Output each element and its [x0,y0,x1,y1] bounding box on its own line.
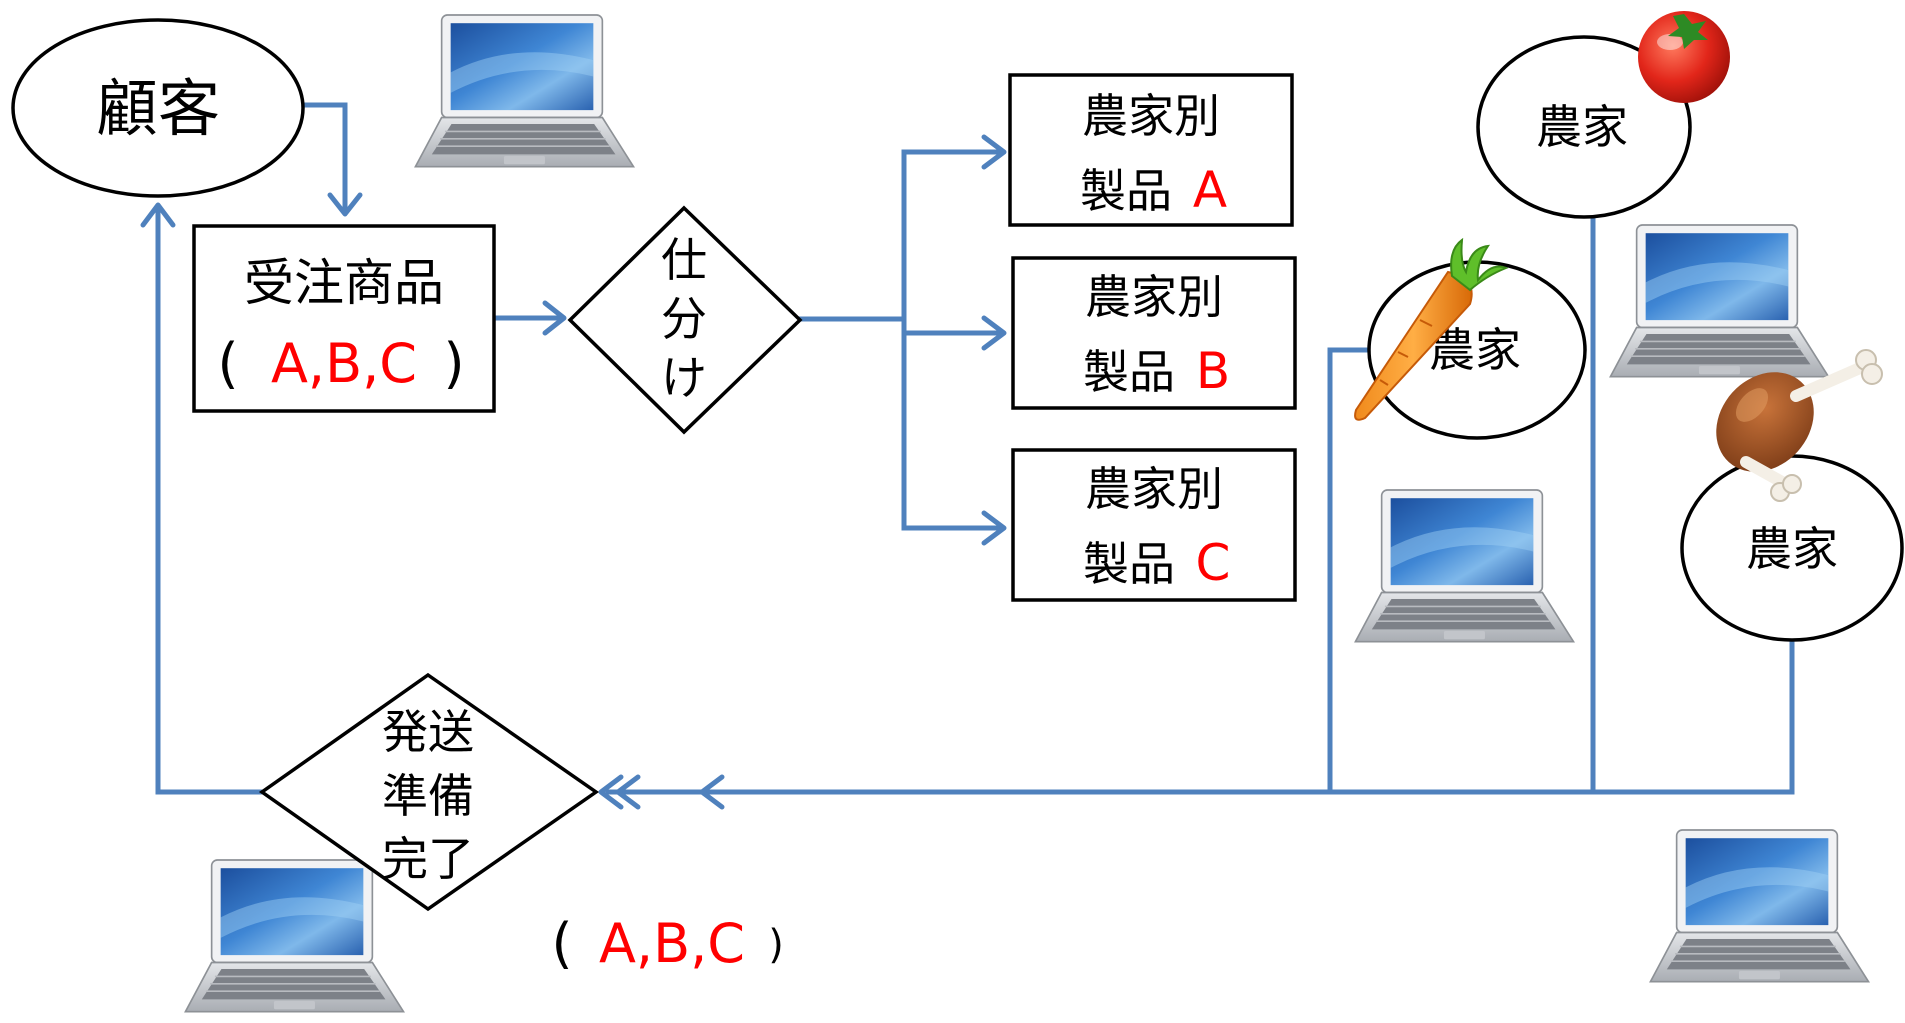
product-b-line1: 農家別 [1085,270,1223,324]
laptop-icon [414,14,635,168]
laptop-icon [1354,489,1575,643]
product-c-line1: 農家別 [1085,462,1223,516]
order-items: A,B,C [271,332,417,395]
farmer-carrot-to-bottom-line [1327,347,1373,795]
farmer-tomato-label: 農家 [1536,100,1628,154]
product-b-line2: 製品 [1083,345,1175,399]
product-c-node: 農家別 製品 C [1011,448,1297,602]
return-arrowhead-1 [699,774,725,810]
farmer-meat-node: 農家 [1680,349,1904,642]
shipping-items-close-paren: ) [768,922,784,968]
farmer-meat-label: 農家 [1746,522,1838,576]
order-to-sort-arrowhead [542,300,567,336]
shipping-to-customer-line [155,207,268,795]
product-a-node: 農家別 製品 A [1008,73,1294,227]
product-a-line2: 製品 [1080,164,1172,218]
shipping-node: 発送 準備 完了 [258,672,600,912]
shipping-items-label: ( A,B,C ) [551,912,783,975]
shipping-items: A,B,C [599,912,745,975]
return-arrowhead-2 [615,774,641,810]
product-b-letter: B [1196,342,1230,400]
customer-to-order-arrowhead [327,192,363,217]
carrot-icon [1354,237,1509,421]
shipping-label-line2: 準備 [382,769,474,823]
farmer-tomato-node: 農家 [1476,11,1730,219]
laptop-icon [1649,829,1870,983]
order-node: 受注商品 ( A,B,C ) [192,224,496,413]
connectors [140,102,1795,810]
customer-node: 顧客 [11,18,305,198]
product-c-arrowhead [981,510,1007,546]
order-label: 受注商品 [244,254,444,312]
shipping-items-open-paren: ( [551,912,572,975]
product-c-letter: C [1196,534,1231,592]
tomato-icon [1638,11,1730,103]
product-b-node: 農家別 製品 B [1011,256,1297,410]
order-open-paren: ( [217,332,238,395]
shipping-to-customer-arrowhead [140,202,176,228]
product-a-line1: 農家別 [1082,89,1220,143]
order-close-paren: ) [443,332,464,395]
sort-label-char-1: 仕 [661,233,707,287]
sort-label-char-3: け [661,351,707,405]
laptop-icon [1609,224,1830,378]
product-a-arrowhead [981,134,1007,170]
return-arrowhead-3 [598,774,624,810]
farmer-carrot-node: 農家 [1354,237,1587,440]
sort-node: 仕 分 け [567,205,803,435]
product-b-arrowhead [981,315,1007,351]
laptop-icon [184,859,405,1013]
product-c-line2: 製品 [1083,537,1175,591]
product-a-letter: A [1193,161,1227,219]
shipping-label-line1: 発送 [382,705,474,759]
sort-label-char-2: 分 [661,292,707,346]
customer-label: 顧客 [96,72,220,145]
shipping-label-line3: 完了 [382,832,474,886]
customer-to-order-line [302,102,348,215]
meat-icon [1716,349,1883,502]
